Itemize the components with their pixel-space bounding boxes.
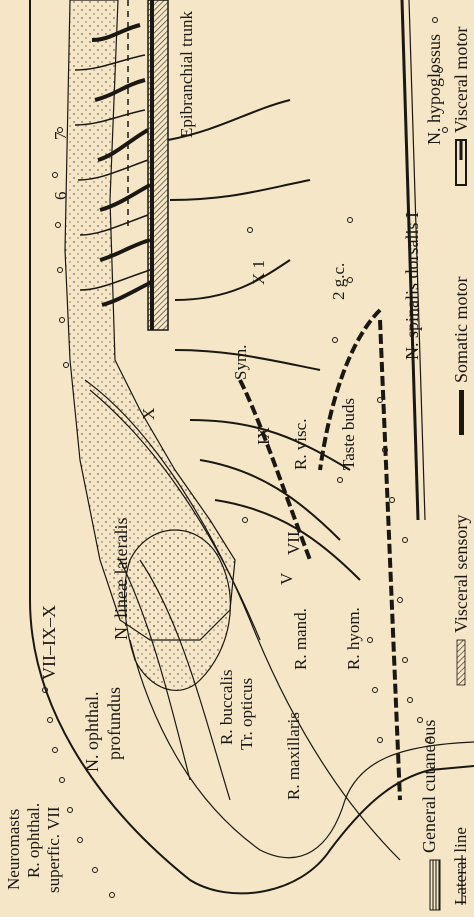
legend-lateral-line: Lateral line (452, 827, 469, 905)
legend-swatch-visceral-sensory (457, 640, 465, 685)
legend-visceral-sensory: Visceral sensory (452, 515, 470, 633)
legend-general-cutaneous: General cutaneous (420, 720, 438, 853)
legend-swatch-somatic-motor (459, 390, 464, 435)
legend-swatch-general-cutaneous (430, 860, 440, 910)
legend-visceral-motor: Visceral motor (452, 27, 470, 133)
legend-somatic-motor: Somatic motor (452, 277, 470, 384)
